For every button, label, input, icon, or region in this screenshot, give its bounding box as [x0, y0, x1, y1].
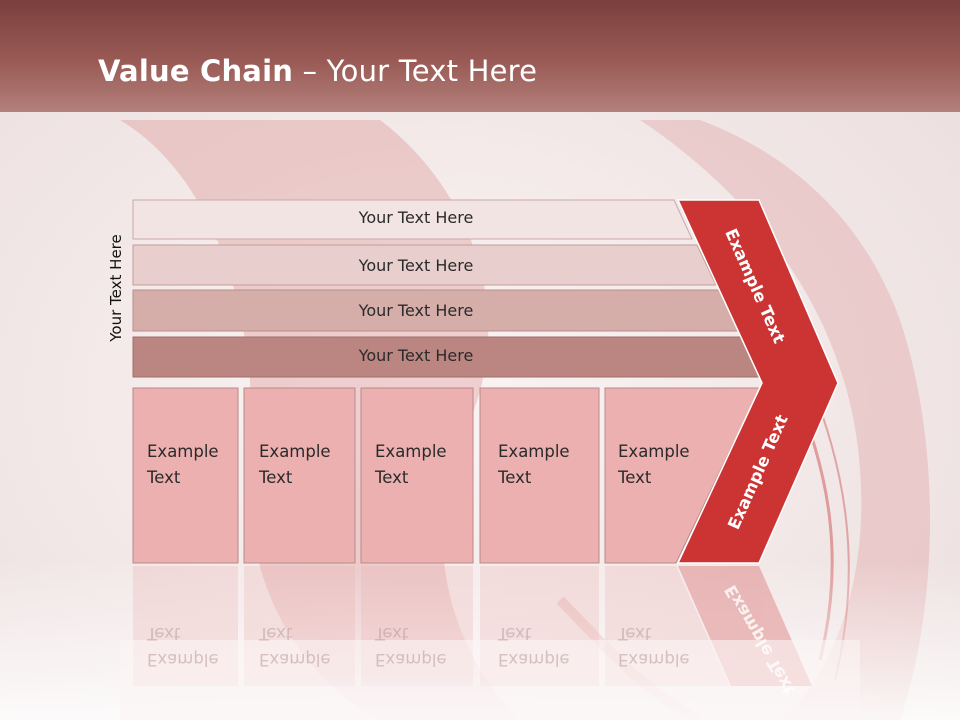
cell-3-line1: Example	[375, 442, 447, 461]
cell-1-line1: Example	[147, 442, 219, 461]
cell-1-label: Example Text	[147, 439, 219, 491]
cell-1-line2: Text	[147, 468, 181, 487]
cell-4-line1: Example	[498, 442, 570, 461]
cell-2-line1: Example	[259, 442, 331, 461]
title-bar	[0, 0, 960, 112]
title-rest: – Your Text Here	[293, 54, 538, 88]
band-2-label: Your Text Here	[358, 256, 474, 275]
band-1-label: Your Text Here	[358, 208, 474, 227]
cell-2-shape	[243, 387, 356, 564]
chevron-arrow	[676, 199, 839, 564]
band-4-label: Your Text Here	[358, 346, 474, 365]
cell-4-line2: Text	[498, 468, 532, 487]
band-1-shape	[132, 199, 693, 240]
cell-2-label: Example Text	[259, 439, 331, 491]
band-3-label: Your Text Here	[358, 301, 474, 320]
cell-1-shape	[132, 387, 239, 564]
cell-3-line2: Text	[375, 468, 409, 487]
cell-4-shape	[479, 387, 600, 564]
cell-3-shape	[360, 387, 474, 564]
cell-2-line2: Text	[259, 468, 293, 487]
cell-5-line2: Text	[618, 468, 652, 487]
cell-3-label: Example Text	[375, 439, 447, 491]
band-2-shape	[132, 244, 717, 286]
cell-4-label: Example Text	[498, 439, 570, 491]
slide-title: Value Chain – Your Text Here	[98, 54, 537, 88]
cell-5-line1: Example	[618, 442, 690, 461]
cell-5-shape	[604, 387, 761, 564]
title-bold: Value Chain	[98, 54, 294, 88]
cell-5-label: Example Text	[618, 439, 690, 491]
